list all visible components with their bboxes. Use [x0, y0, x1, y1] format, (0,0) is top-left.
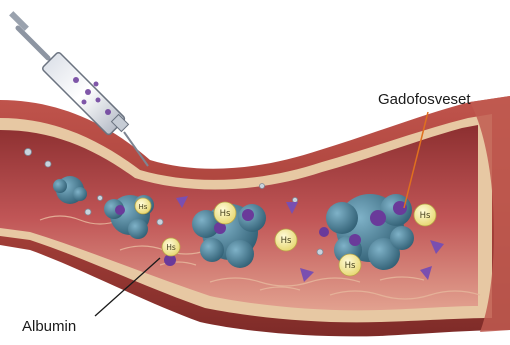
svg-text:Hs: Hs — [139, 203, 148, 211]
molecule-tag: Hs — [162, 238, 180, 256]
gadofosveset-label: Gadofosveset — [378, 91, 471, 108]
svg-text:Hs: Hs — [166, 243, 176, 252]
molecule-tag: Hs — [135, 198, 151, 214]
svg-text:Hs: Hs — [281, 236, 292, 246]
molecule-tag: Hs — [339, 254, 361, 276]
albumin-label: Albumin — [22, 318, 76, 335]
svg-text:Hs: Hs — [345, 261, 356, 271]
svg-text:Hs: Hs — [420, 211, 431, 221]
molecule-tag: Hs — [275, 229, 297, 251]
molecule-tag: Hs — [214, 202, 236, 224]
molecule-tag: Hs — [414, 204, 436, 226]
svg-text:Hs: Hs — [220, 209, 231, 219]
